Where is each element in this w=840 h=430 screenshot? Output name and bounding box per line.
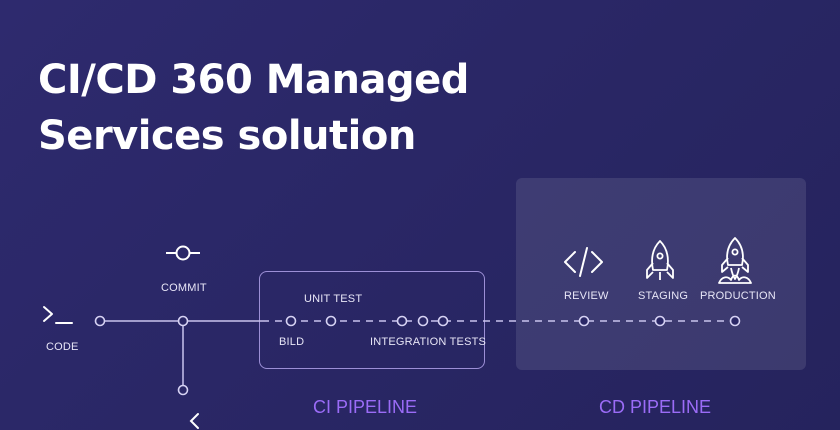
label-build: BILD [279,336,305,348]
label-staging: STAGING [638,290,689,302]
cd-pipeline-panel [516,178,806,370]
label-code: CODE [46,341,79,353]
label-commit: COMMIT [161,282,207,294]
terminal-icon [43,306,73,324]
node-code [94,315,106,327]
node-production [729,315,741,327]
commit-icon [166,245,200,261]
node-review [578,315,590,327]
node-integration-2 [417,315,429,327]
cd-pipeline-label: CD PIPELINE [599,397,712,417]
ci-pipeline-box [259,271,485,369]
node-staging [654,315,666,327]
label-unit-test: UNIT TEST [304,293,363,305]
node-integration-3 [437,315,449,327]
node-integration-1 [396,315,408,327]
chevron-left-icon [189,413,199,429]
label-production: PRODUCTION [700,290,776,302]
ci-pipeline-label: CI PIPELINE [313,397,418,417]
rocket-icon [646,240,674,280]
code-brackets-icon [564,247,603,277]
node-branch-end [177,384,189,396]
title-line-2: Services solution [38,113,416,159]
node-build [285,315,297,327]
rocket-launch-icon [718,237,752,284]
page-title: CI/CD 360 Managed Services solution [38,52,469,164]
label-integration-tests: INTEGRATION TESTS [370,336,487,348]
label-review: REVIEW [564,290,609,302]
title-line-1: CI/CD 360 Managed [38,57,469,103]
node-commit [177,315,189,327]
node-unit-test [325,315,337,327]
